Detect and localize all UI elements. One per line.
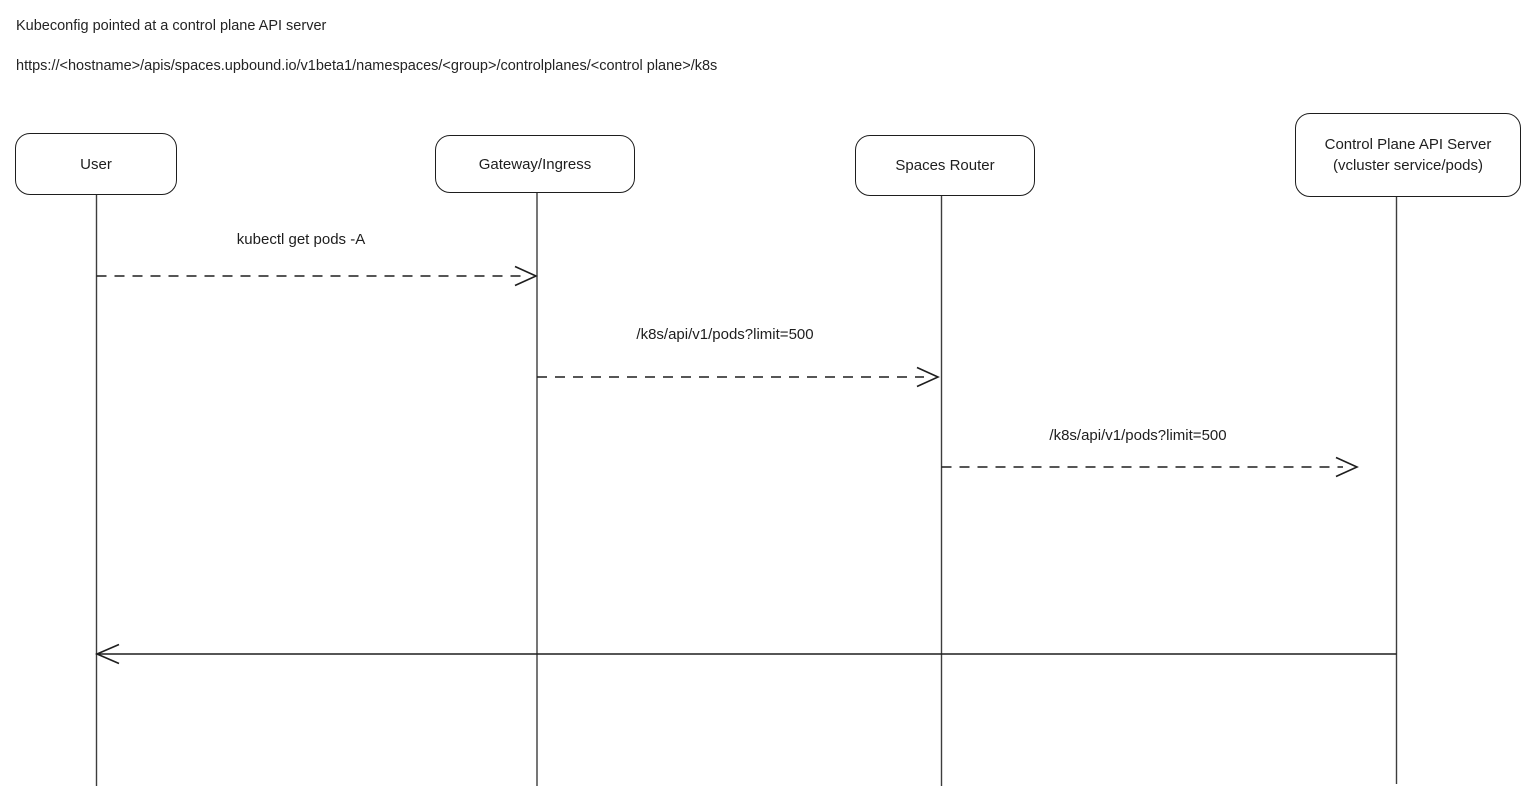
message-arrow-k8s-api-pods-1 bbox=[537, 366, 940, 388]
message-label-kubectl-get-pods: kubectl get pods -A bbox=[236, 231, 366, 248]
kubeconfig-url: https://<hostname>/apis/spaces.upbound.i… bbox=[16, 58, 718, 74]
message-label-k8s-api-pods-2: /k8s/api/v1/pods?limit=500 bbox=[1049, 427, 1227, 444]
return-arrow bbox=[94, 643, 1397, 665]
actor-user-label: User bbox=[80, 155, 112, 173]
actor-spaces-router-label: Spaces Router bbox=[895, 157, 995, 174]
actor-spaces-router: Spaces Router bbox=[855, 135, 1035, 196]
actor-control-plane-api-server: Control Plane API Server (vcluster servi… bbox=[1295, 113, 1521, 197]
message-arrow-kubectl-get-pods bbox=[96, 265, 538, 287]
actor-control-plane-sublabel: (vcluster service/pods) bbox=[1332, 157, 1484, 174]
actor-control-plane-label: Control Plane API Server bbox=[1324, 136, 1492, 153]
actor-gateway-ingress-label: Gateway/Ingress bbox=[478, 155, 592, 173]
diagram-title: Kubeconfig pointed at a control plane AP… bbox=[16, 18, 327, 34]
message-arrow-k8s-api-pods-2 bbox=[941, 456, 1359, 478]
actor-user: User bbox=[15, 133, 177, 195]
actor-gateway-ingress: Gateway/Ingress bbox=[435, 135, 635, 193]
message-label-k8s-api-pods-1: /k8s/api/v1/pods?limit=500 bbox=[636, 326, 814, 343]
